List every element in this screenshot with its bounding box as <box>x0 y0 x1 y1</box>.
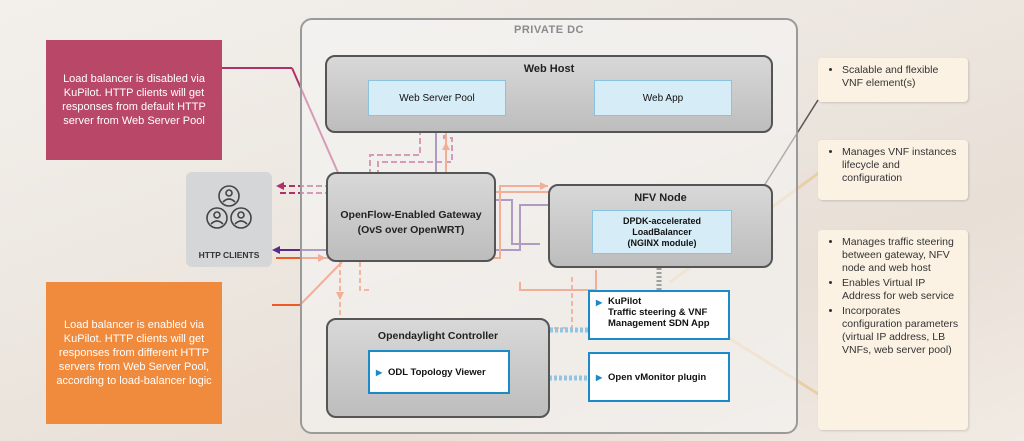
note-traffic-steering: Manages traffic steering between gateway… <box>818 230 968 430</box>
disabled-arrow-1 <box>276 182 284 190</box>
viewer-label: ODL Topology Viewer <box>388 366 486 378</box>
load-balancer-vnf: DPDK-accelerated LoadBalancer (NGINX mod… <box>592 210 732 254</box>
note1-item: Scalable and flexible VNF element(s) <box>842 64 960 90</box>
note-manages-vnf: Manages VNF instances lifecycle and conf… <box>818 140 968 200</box>
kupilot-bullet-icon: ▶ <box>596 298 603 307</box>
purple-arrow-1 <box>272 246 280 254</box>
note3-item-1: Manages traffic steering between gateway… <box>842 236 960 275</box>
lb-line2: LoadBalancer <box>632 226 692 237</box>
http-clients-icon <box>206 185 252 229</box>
callout-lb-disabled: Load balancer is disabled via KuPilot. H… <box>46 40 222 160</box>
private-dc-label: PRIVATE DC <box>514 24 584 36</box>
vmonitor-plugin: ▶ Open vMonitor plugin <box>588 352 730 402</box>
note-scalable-vnf: Scalable and flexible VNF element(s) <box>818 58 968 102</box>
kupilot-app: ▶ KuPilot Traffic steering & VNF Managem… <box>588 290 730 340</box>
kupilot-line2: Traffic steering & VNF <box>608 307 708 318</box>
web-app: Web App <box>594 80 732 116</box>
note3-item-3: Incorporates configuration parameters (v… <box>842 305 960 357</box>
http-clients: HTTP CLIENTS <box>186 172 272 267</box>
web-host-title: Web Host <box>523 63 575 75</box>
kupilot-line1: KuPilot <box>608 296 642 307</box>
vmonitor-bullet-icon: ▶ <box>596 373 603 382</box>
lb-line1: DPDK-accelerated <box>622 215 702 226</box>
http-clients-label: HTTP CLIENTS <box>198 250 260 260</box>
gateway-title-line2: (OvS over OpenWRT) <box>357 224 465 236</box>
callout-lb-enabled: Load balancer is enabled via KuPilot. HT… <box>46 282 222 424</box>
gateway-title-line1: OpenFlow-Enabled Gateway <box>340 209 482 221</box>
openflow-gateway: OpenFlow-Enabled Gateway (OvS over OpenW… <box>326 172 496 262</box>
note3-item-2: Enables Virtual IP Address for web servi… <box>842 277 960 303</box>
viewer-bullet-icon: ▶ <box>376 368 383 377</box>
web-server-pool: Web Server Pool <box>368 80 506 116</box>
odl-controller-title: Opendaylight Controller <box>377 330 499 342</box>
odl-topology-viewer: ▶ ODL Topology Viewer <box>368 350 510 394</box>
vmonitor-label: Open vMonitor plugin <box>608 371 707 383</box>
note2-item: Manages VNF instances lifecycle and conf… <box>842 146 960 185</box>
lb-line3: (NGINX module) <box>627 237 697 248</box>
kupilot-line3: Management SDN App <box>608 318 710 329</box>
nfv-node-title: NFV Node <box>634 192 687 204</box>
